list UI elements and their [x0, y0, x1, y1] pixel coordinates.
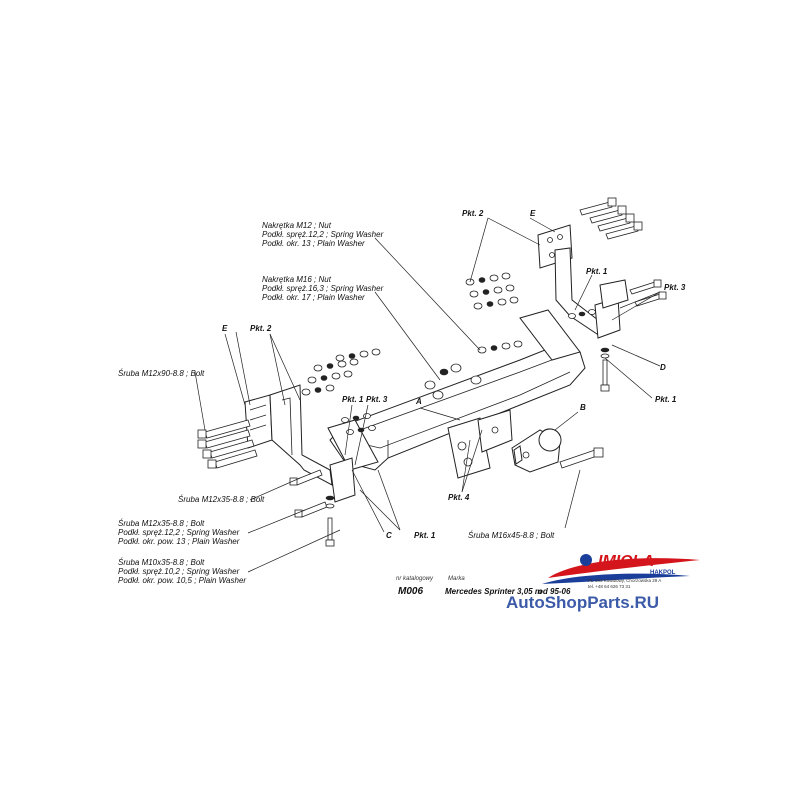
pkt3-label-left: Pkt. 3 — [366, 395, 388, 404]
pkt3-label-right: Pkt. 3 — [664, 283, 686, 292]
brand-name: IMIOŁA — [598, 553, 654, 570]
vehicle-years: od 95-06 — [538, 587, 571, 596]
callout-bolt-m10x35-set: Śruba M10x35-8.8 ; Bolt Podkł. spręż.10,… — [118, 558, 246, 585]
brand-sub: HAKPOL — [650, 570, 676, 576]
pkt1-label-right-top: Pkt. 1 — [586, 267, 608, 276]
right-side-bracket-e — [537, 224, 629, 339]
part-letter-e-left: E — [222, 324, 228, 333]
part-letter-e-right: E — [530, 209, 536, 218]
pkt2-label-left: Pkt. 2 — [250, 324, 272, 333]
callout-bolt-m12x35: Śruba M12x35-8.8 ; Bolt — [178, 495, 265, 504]
brand-address-1: PL-333 Kowalowy, Chorzowska 29 A — [588, 578, 661, 583]
catalog-number-label: nr katalogowy — [396, 576, 434, 582]
brand-ball-icon — [580, 554, 592, 566]
part-letter-c: C — [386, 531, 392, 540]
brand-swoosh-blue — [542, 573, 690, 584]
left-side-bracket-e — [244, 384, 356, 503]
pkt1-label-right-bottom: Pkt. 1 — [655, 395, 677, 404]
callout-bolt-m16x45: Śruba M16x45-8.8 ; Bolt — [468, 531, 555, 540]
pkt4-label: Pkt. 4 — [448, 493, 470, 502]
bolts-lower-left — [289, 469, 335, 547]
brand-logo: IMIOŁA HAKPOL PL-333 Kowalowy, Chorzowsk… — [542, 553, 700, 589]
title-block: nr katalogowy M006 Marka Mercedes Sprint… — [396, 576, 571, 597]
nut-m12-line-3: Podkł. okr. 13 ; Plain Washer — [262, 239, 365, 248]
callout-bolt-m12x35-set: Śruba M12x35-8.8 ; Bolt Podkł. spręż.12,… — [118, 519, 240, 546]
bolt-m16x45-ball — [559, 447, 604, 469]
leader-lines — [194, 217, 661, 573]
pkt1-label-left: Pkt. 1 — [342, 395, 364, 404]
nuts-washers-left — [301, 348, 381, 396]
nuts-washers-pkt1-right — [568, 309, 596, 319]
bolt-m12x35-set-line-1: Śruba M12x35-8.8 ; Bolt — [118, 519, 205, 528]
vehicle-model: Mercedes Sprinter 3,05 m — [445, 587, 542, 596]
nuts-washers-m16 — [424, 363, 482, 400]
part-letter-d: D — [660, 363, 666, 372]
pkt2-label-right: Pkt. 2 — [462, 209, 484, 218]
bolt-m12x35-set-line-3: Podkł. okr. pow. 13 ; Plain Washer — [118, 537, 240, 546]
nuts-washers-right — [465, 272, 523, 354]
brand-address-2: tel. +48 64 626 73 31 — [588, 584, 631, 589]
nut-m16-line-2: Podkł. spręż.16,3 ; Spring Washer — [262, 284, 384, 293]
callout-nut-m12: Nakrętka M12 ; Nut Podkł. spręż.12,2 ; S… — [262, 221, 384, 248]
callout-nut-m16: Nakrętka M16 ; Nut Podkł. spręż.16,3 ; S… — [262, 275, 384, 302]
main-crossbeam-a — [327, 309, 586, 479]
brand-swoosh-red — [548, 558, 700, 578]
catalog-number: M006 — [398, 586, 423, 597]
bolt-lower-right-d — [600, 347, 610, 392]
nut-m16-line-1: Nakrętka M16 ; Nut — [262, 275, 332, 284]
callout-bolt-m12x90: Śruba M12x90-8.8 ; Bolt — [118, 369, 205, 378]
watermark-text: AutoShopParts.RU — [506, 593, 659, 612]
nut-m16-line-3: Podkł. okr. 17 ; Plain Washer — [262, 293, 365, 302]
tow-ball-b — [511, 428, 562, 473]
nut-m12-line-1: Nakrętka M12 ; Nut — [262, 221, 332, 230]
bolt-m10x35-set-line-1: Śruba M10x35-8.8 ; Bolt — [118, 558, 205, 567]
bolts-right-e — [579, 197, 643, 240]
bolt-m10x35-set-line-3: Podkł. okr. pow. 10,5 ; Plain Washer — [118, 576, 246, 585]
pkt1-label-bottom: Pkt. 1 — [414, 531, 436, 540]
make-label: Marka — [448, 576, 465, 582]
part-letter-b: B — [580, 403, 586, 412]
bolt-m10x35-set-line-2: Podkł. spręż.10,2 ; Spring Washer — [118, 567, 240, 576]
bolt-m12x35-set-line-2: Podkł. spręż.12,2 ; Spring Washer — [118, 528, 240, 537]
part-letter-a: A — [415, 397, 422, 406]
nut-m12-line-2: Podkł. spręż.12,2 ; Spring Washer — [262, 230, 384, 239]
bolts-left-e — [197, 419, 258, 469]
